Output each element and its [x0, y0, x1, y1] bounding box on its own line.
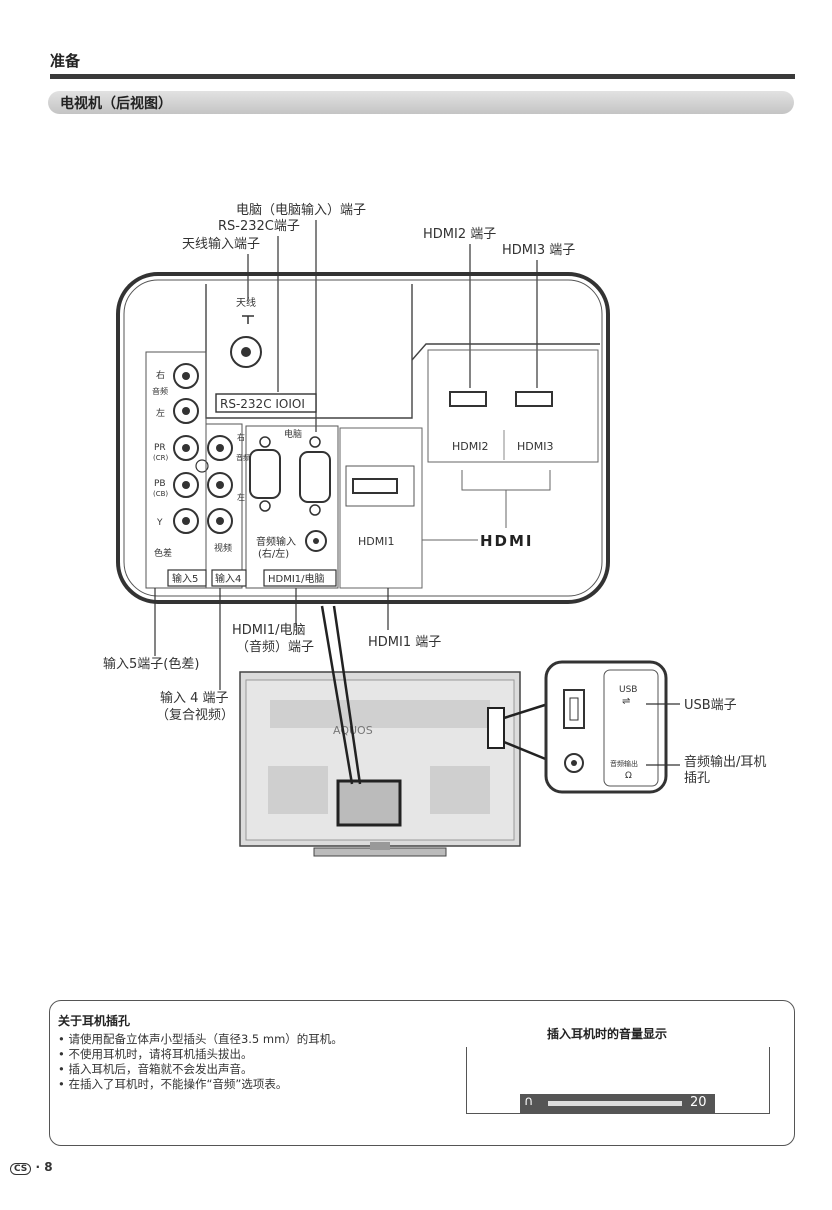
volume-track — [548, 1101, 682, 1106]
tv-side-port-highlight — [487, 707, 505, 749]
audio-text-5: 音频 — [152, 386, 168, 396]
volume-display-title: 插入耳机时的音量显示 — [547, 1027, 668, 1041]
list-item: 插入耳机后，音箱就不会发出声音。 — [58, 1062, 343, 1077]
hdmi3-text: HDMI3 — [517, 440, 553, 453]
hdmi1-text: HDMI1 — [358, 535, 394, 548]
hdmi-logo: HDMI — [480, 532, 534, 550]
headphone-icon: Ω — [625, 771, 632, 781]
label-usb-terminal: USB端子 — [684, 698, 737, 713]
pc-connector[interactable] — [299, 451, 331, 503]
label-audio-out-1: 音频输出/耳机 — [684, 754, 766, 770]
region-badge: CS — [10, 1163, 32, 1175]
subheading-text: 电视机（后视图） — [60, 96, 172, 112]
label-hdmi3-terminal: HDMI3 端子 — [502, 243, 575, 258]
label-audio-out-2: 插孔 — [684, 771, 710, 786]
section-title: 准备 — [50, 52, 81, 70]
note-title: 关于耳机插孔 — [58, 1014, 131, 1028]
left-text: 左 — [156, 407, 165, 419]
y-text: Y — [156, 518, 163, 528]
hdmi1pc-text: HDMI1/电脑 — [268, 572, 325, 585]
antenna-text: 天线 — [236, 296, 256, 309]
label-hdmi2-terminal: HDMI2 端子 — [423, 227, 496, 242]
input5-text: 输入5 — [172, 572, 198, 585]
pc-text: 电脑 — [284, 428, 302, 440]
audio-in-lr-text: (右/左) — [258, 547, 289, 560]
antenna-icon — [242, 315, 254, 324]
note-box — [49, 1000, 795, 1146]
hdmi2-port[interactable] — [449, 391, 487, 407]
label-hdmi1pc-audio-1: HDMI1/电脑 — [232, 623, 306, 638]
label-antenna-terminal: 天线输入端子 — [182, 236, 260, 252]
rs232-connector[interactable] — [249, 449, 281, 499]
pb-text: PB — [154, 479, 166, 489]
rs232-text: RS-232C IOIOI — [220, 397, 305, 411]
page-number: 8 — [44, 1160, 53, 1174]
page-footer: CS · 8 — [10, 1160, 53, 1175]
list-item: 不使用耳机时，请将耳机插头拔出。 — [58, 1047, 343, 1062]
input4-text: 输入4 — [215, 572, 241, 585]
hdmi3-port[interactable] — [515, 391, 553, 407]
audio-in-text: 音频输入 — [256, 535, 296, 548]
right-text-4: 右 — [237, 432, 245, 442]
hdmi2-text: HDMI2 — [452, 440, 488, 453]
cr-text: (CR) — [153, 454, 168, 462]
cb-text: (CB) — [153, 490, 168, 498]
label-input4-terminal-2: （复合视频） — [156, 708, 234, 723]
usb-icon: ⇌ — [622, 696, 630, 707]
label-rs232-terminal: RS-232C端子 — [218, 219, 300, 234]
tv-terminal-highlight — [336, 779, 402, 827]
list-item: 请使用配备立体声小型插头（直径3.5 mm）的耳机。 — [58, 1032, 342, 1047]
label-pc-terminal: 电脑（电脑输入）端子 — [236, 202, 366, 218]
pr-text: PR — [154, 443, 166, 453]
usb-text: USB — [619, 685, 637, 695]
audio-out-text: 音频输出 — [610, 759, 638, 768]
list-item: 在插入了耳机时，不能操作“音频”选项表。 — [58, 1077, 343, 1092]
label-input4-terminal-1: 输入 4 端子 — [160, 690, 229, 706]
video-text: 视频 — [214, 542, 232, 554]
note-list: 请使用配备立体声小型插头（直径3.5 mm）的耳机。 不使用耳机时，请将耳机插头… — [58, 1032, 343, 1092]
header-rule — [50, 74, 795, 79]
tv-rear-diagram: 电脑（电脑输入）端子 RS-232C端子 天线输入端子 HDMI2 端子 HDM… — [103, 202, 766, 857]
label-input5-terminal: 输入5端子(色差) — [103, 656, 199, 672]
volume-value: 20 — [690, 1095, 707, 1110]
audio-text-4: 音频 — [236, 453, 250, 462]
subheading-bar: 电视机（后视图） — [48, 91, 794, 114]
headphone-icon: ∩ — [524, 1094, 534, 1109]
volume-display-frame — [466, 1047, 770, 1114]
right-text: 右 — [156, 369, 165, 381]
label-hdmi1pc-audio-2: （音频）端子 — [236, 639, 314, 655]
hdmi1-port[interactable] — [352, 478, 398, 494]
left-text-4: 左 — [237, 492, 245, 502]
component-text: 色差 — [154, 547, 172, 559]
label-hdmi1-terminal: HDMI1 端子 — [368, 635, 441, 650]
